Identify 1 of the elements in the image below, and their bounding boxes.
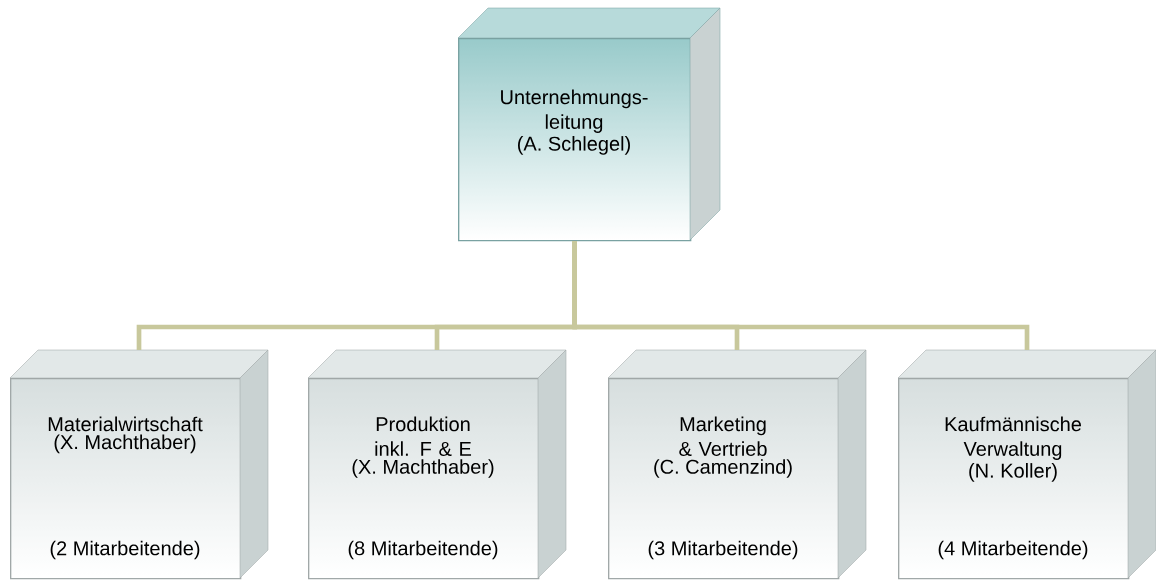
connector-line [572, 241, 1030, 350]
